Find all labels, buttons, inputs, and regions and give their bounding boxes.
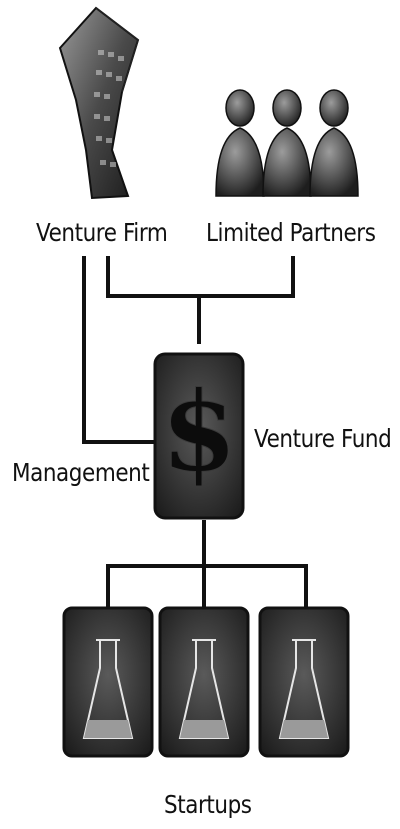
people-icon [215,89,359,197]
flask-icon [278,639,330,739]
flask-icon [178,639,230,739]
limited-partners-label: Limited Partners [206,218,376,247]
startup-tile-left [62,606,154,758]
management-line [82,256,162,444]
person-middle [262,89,312,197]
building-icon [58,6,140,200]
dollar-icon: $ [153,352,245,520]
flask-icon [82,639,134,739]
venture-firm-label: Venture Firm [36,218,168,247]
startup-tile-middle [158,606,250,758]
venture-fund-label: Venture Fund [254,424,392,453]
svg-text:$: $ [161,367,238,496]
connector-lines [82,256,308,612]
person-right [309,89,359,197]
management-label: Management [12,458,150,487]
startup-tile-right [258,606,350,758]
person-left [215,89,265,197]
startups-label: Startups [164,790,252,819]
